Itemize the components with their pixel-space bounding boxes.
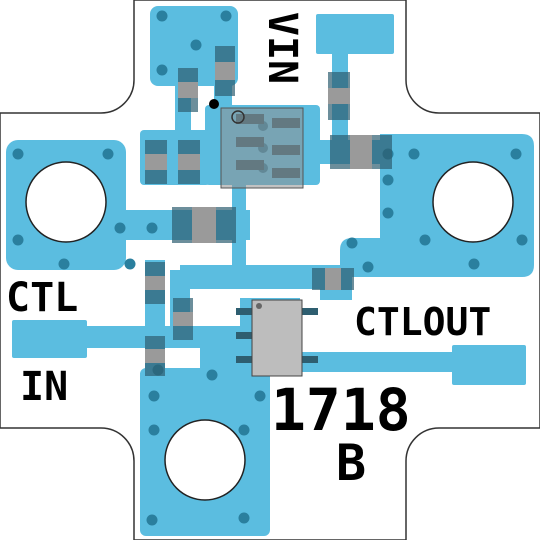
- capacitor-c3: [330, 135, 392, 169]
- via: [114, 222, 126, 234]
- resistor-r6: [145, 336, 165, 376]
- via: [238, 512, 250, 524]
- via: [12, 234, 24, 246]
- trace-drop: [232, 180, 246, 280]
- regulator-ic: [220, 107, 304, 189]
- via: [148, 390, 160, 402]
- resistor-r5: [173, 298, 193, 340]
- vias: [12, 10, 528, 526]
- via: [124, 258, 136, 270]
- resistor-r1: [215, 46, 235, 96]
- via: [238, 424, 250, 436]
- label-ctl: CTL: [6, 275, 78, 321]
- via: [254, 390, 266, 402]
- via: [346, 237, 358, 249]
- label-vin: VIN: [259, 12, 305, 84]
- via: [382, 174, 394, 186]
- via: [12, 148, 24, 160]
- pin1-marker: [231, 110, 245, 124]
- via: [190, 39, 202, 51]
- mounting-hole-right: [432, 161, 514, 243]
- label-ctlout: CTLOUT: [354, 300, 491, 344]
- mounting-holes: [25, 161, 514, 501]
- capacitor-c1: [145, 140, 167, 184]
- via: [206, 369, 218, 381]
- label-revision: B: [336, 434, 366, 492]
- via: [146, 514, 158, 526]
- resistor-r2: [178, 68, 198, 112]
- via: [102, 148, 114, 160]
- pin1-dot: [209, 99, 219, 109]
- via: [419, 234, 431, 246]
- via: [382, 207, 394, 219]
- via: [516, 234, 528, 246]
- capacitor-c2: [178, 140, 200, 184]
- copper-pad-ctl-input: [12, 320, 87, 358]
- label-in: IN: [20, 364, 68, 410]
- silkscreen: VIN CTL IN CTLOUT 1718 B: [6, 12, 491, 492]
- resistor-r7: [312, 268, 354, 290]
- mounting-hole-left: [25, 161, 107, 243]
- via: [468, 258, 480, 270]
- via: [146, 222, 158, 234]
- via: [156, 10, 168, 22]
- via: [408, 148, 420, 160]
- resistor-r3: [328, 72, 350, 120]
- components: [145, 46, 392, 377]
- via: [220, 10, 232, 22]
- resistor-r4: [145, 262, 165, 304]
- copper-pad-vin: [316, 14, 394, 54]
- mounting-hole-bottom: [164, 419, 246, 501]
- via: [148, 424, 160, 436]
- switch-ic: [236, 299, 318, 377]
- label-part-number: 1718: [271, 376, 411, 444]
- via: [362, 261, 374, 273]
- pin1-marker: [256, 303, 262, 309]
- capacitor-c4: [172, 207, 236, 243]
- via: [156, 64, 168, 76]
- trace-ctlout: [295, 352, 455, 372]
- via: [510, 148, 522, 160]
- copper-pad-ctlout-output: [452, 345, 526, 385]
- via: [58, 258, 70, 270]
